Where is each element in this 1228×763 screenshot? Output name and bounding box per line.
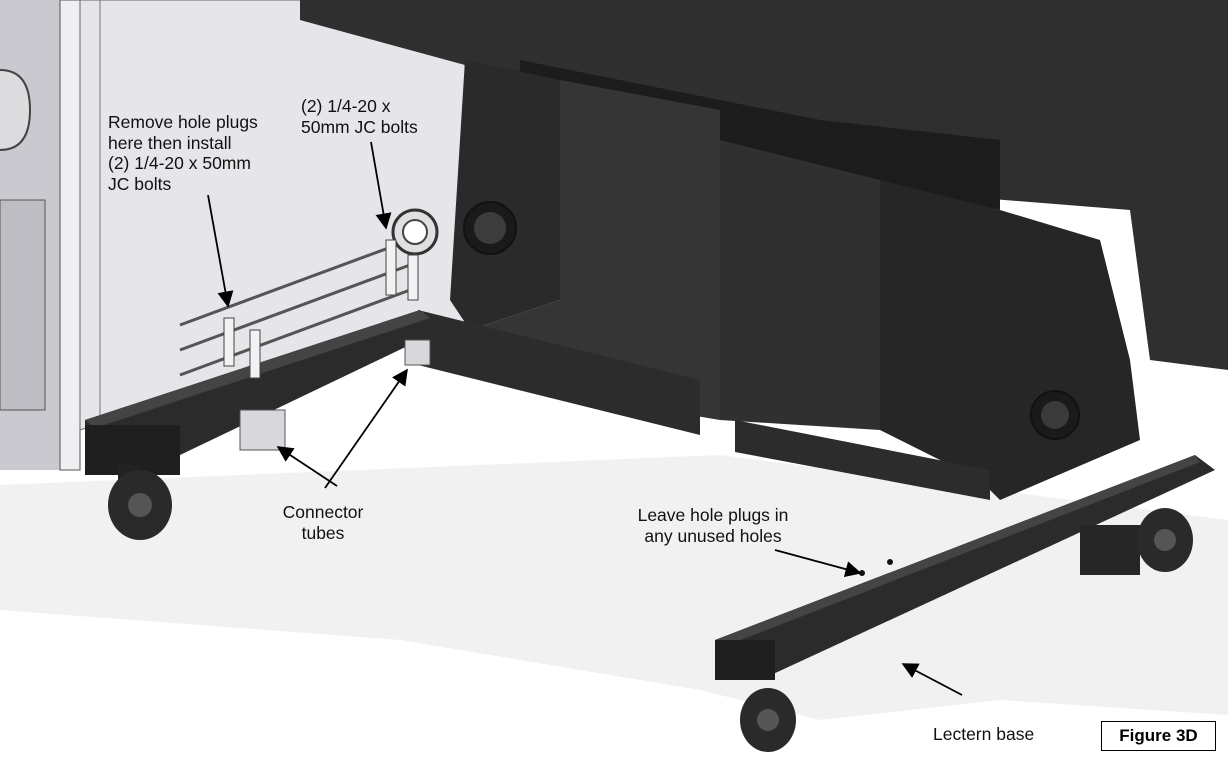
left-cabinet bbox=[0, 0, 466, 471]
arrow-connector-left bbox=[276, 446, 338, 487]
floor-shadow bbox=[0, 455, 1228, 720]
caster-front-right bbox=[740, 688, 796, 752]
callout-arrows bbox=[207, 141, 963, 696]
arrow-connector-right bbox=[324, 368, 408, 489]
right-base-rail bbox=[715, 455, 1215, 752]
arrow-remove-plugs bbox=[207, 194, 234, 308]
arrow-leave-plugs bbox=[774, 549, 862, 578]
caster-rear-right bbox=[1080, 508, 1193, 575]
bolts-right-callout: (2) 1/4-20 x 50mm JC bolts bbox=[301, 96, 418, 137]
caster-front-left bbox=[108, 465, 172, 540]
figure-caption: Figure 3D bbox=[1101, 721, 1216, 751]
lectern-base-callout: Lectern base bbox=[933, 724, 1035, 744]
arrow-bolts-right bbox=[370, 141, 392, 230]
arrow-lectern-base bbox=[901, 663, 963, 696]
leave-plugs-callout: Leave hole plugs in any unused holes bbox=[637, 505, 789, 546]
bolts bbox=[223, 239, 419, 379]
remove-plugs-callout: Remove hole plugs here then install (2) … bbox=[108, 112, 258, 194]
lectern-body bbox=[300, 0, 1228, 500]
connector-tubes-callout: Connector tubes bbox=[282, 502, 364, 543]
